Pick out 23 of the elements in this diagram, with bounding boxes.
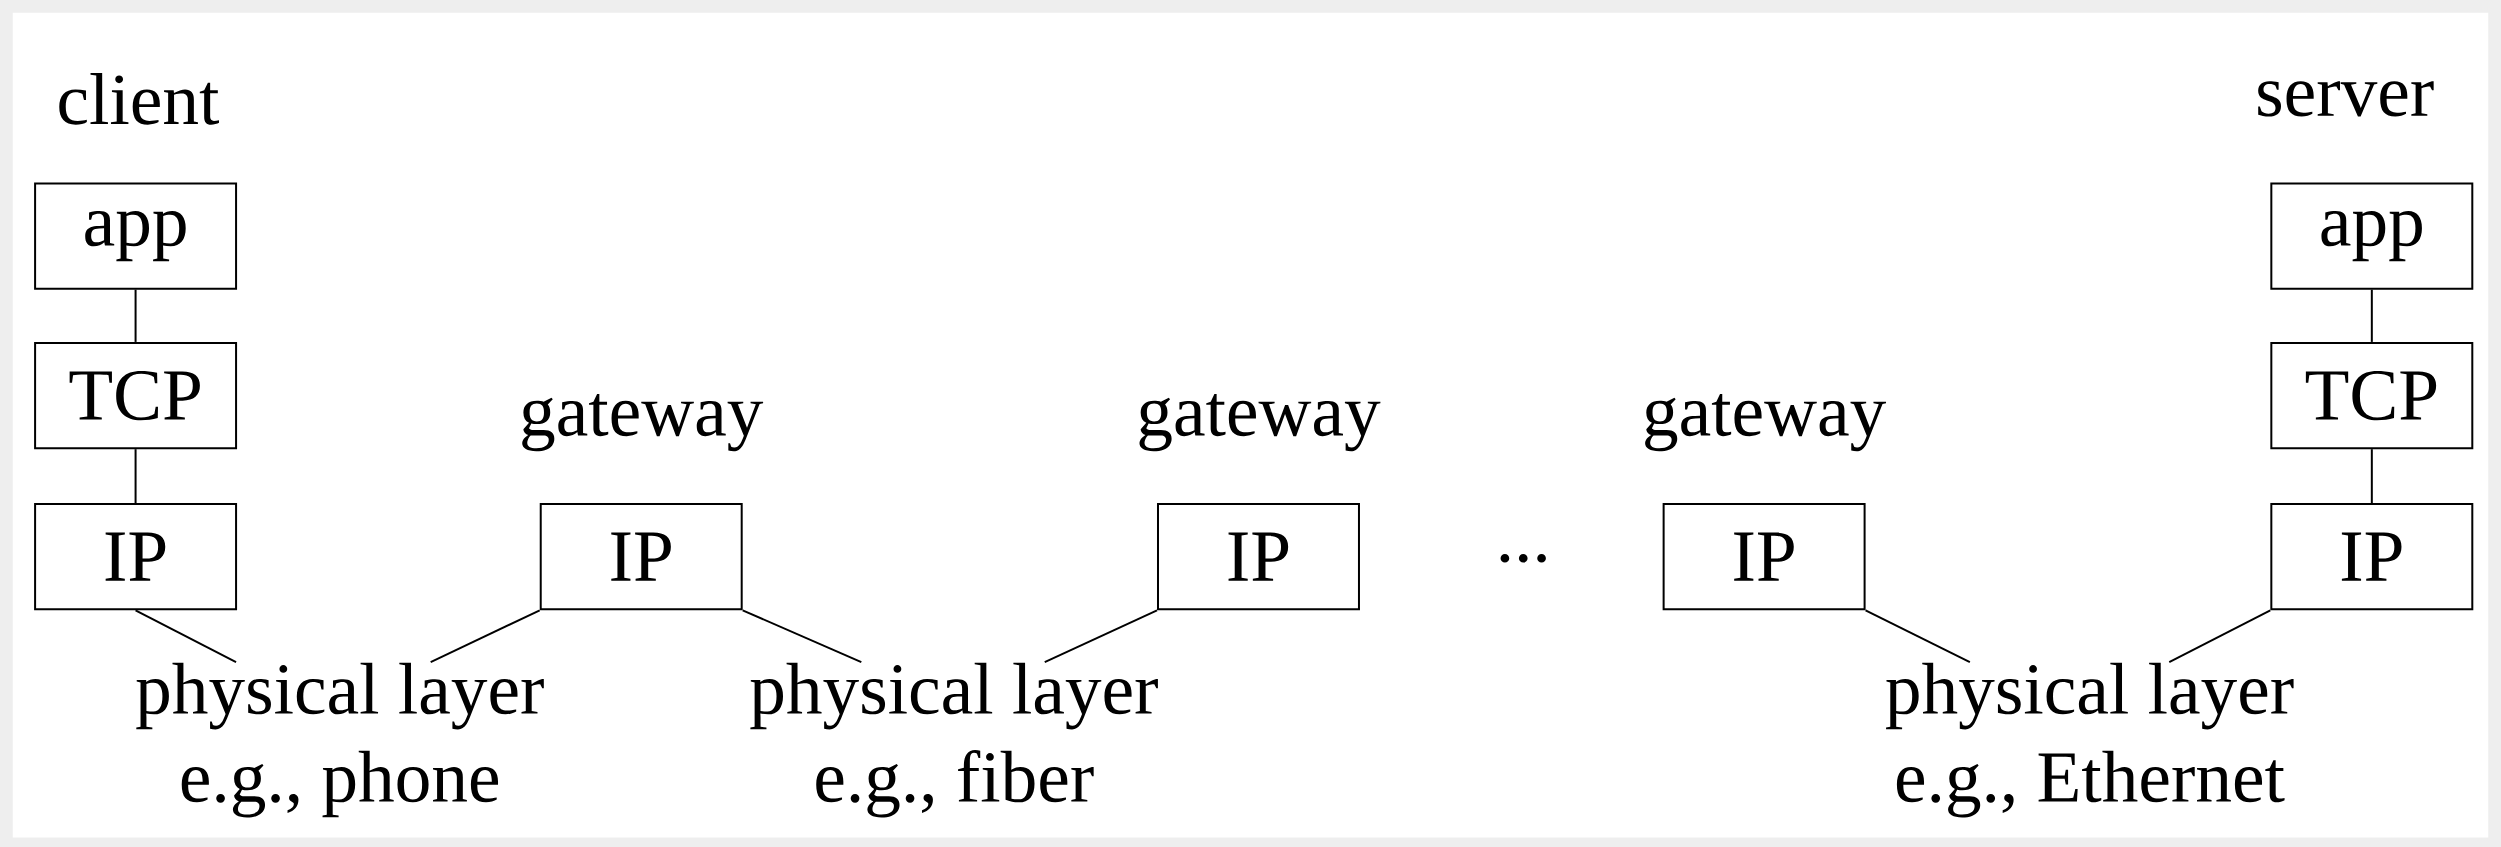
protocol-box: IP	[539, 503, 743, 611]
connector-line	[429, 609, 541, 664]
connector-line	[134, 448, 137, 505]
protocol-box: TCP	[34, 341, 238, 450]
protocol-box: IP	[1157, 503, 1360, 611]
connector-line	[2370, 448, 2373, 505]
connector-line	[134, 288, 137, 343]
protocol-box: IP	[2270, 503, 2474, 611]
ellipsis: ...	[1500, 553, 1546, 563]
layer-label: physical layer e.g., fiber	[750, 662, 1158, 818]
connector-line	[741, 609, 863, 664]
protocol-box: TCP	[2270, 341, 2474, 450]
layer-label: physical layer e.g., Ethernet	[1886, 662, 2294, 818]
protocol-box: app	[34, 182, 238, 290]
layer-label: physical layer e.g., phone	[136, 662, 544, 818]
protocol-box: IP	[34, 503, 238, 611]
protocol-box: app	[2270, 182, 2474, 290]
connector-line	[1864, 609, 1971, 664]
connector-line	[2370, 288, 2373, 343]
protocol-box: IP	[1662, 503, 1866, 611]
connector-line	[1043, 609, 1158, 664]
connector-line	[2168, 609, 2272, 664]
connector-line	[134, 609, 238, 664]
